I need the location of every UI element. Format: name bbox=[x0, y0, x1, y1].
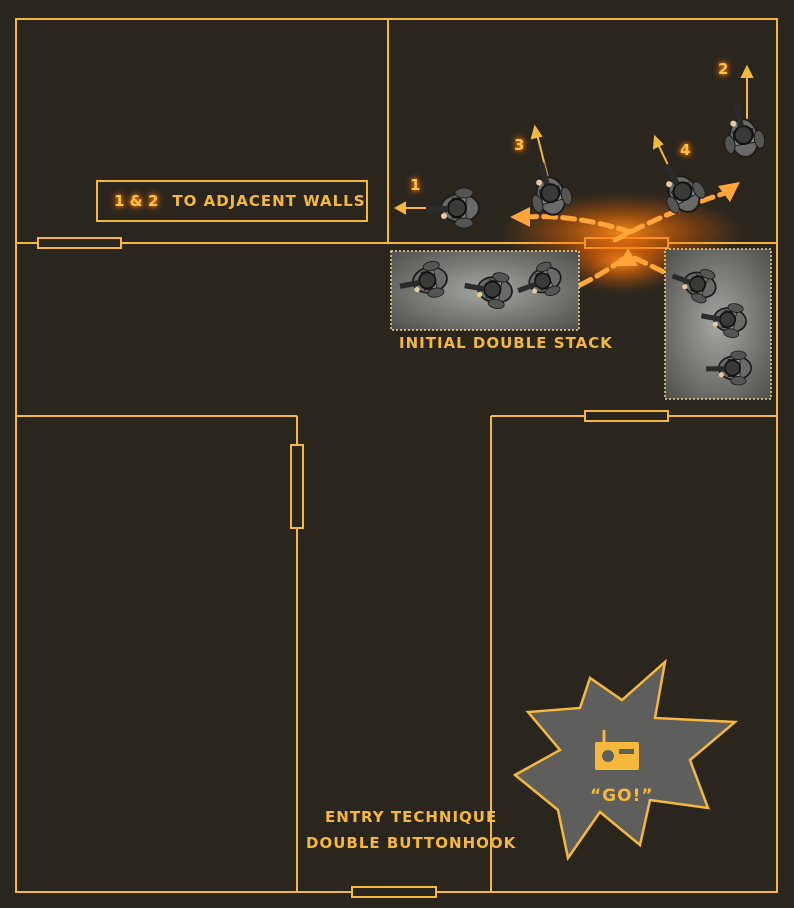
stack-label: INITIAL DOUBLE STACK bbox=[399, 334, 613, 352]
radio-icon bbox=[595, 730, 639, 770]
operator-3-number: 3 bbox=[514, 136, 525, 154]
callout-text: TO ADJACENT WALLS bbox=[172, 192, 366, 210]
door-lower-right bbox=[584, 410, 669, 422]
title-line-1: ENTRY TECHNIQUE bbox=[325, 808, 498, 826]
operator-2-number: 2 bbox=[718, 60, 729, 78]
door-bottom bbox=[351, 886, 437, 898]
callout-badge: 1 & 2 bbox=[114, 192, 159, 210]
operator-4-number: 4 bbox=[680, 141, 691, 159]
arrowhead-left bbox=[510, 207, 530, 227]
diagram-title: ENTRY TECHNIQUE DOUBLE BUTTONHOOK bbox=[306, 804, 516, 856]
door-corridor-left bbox=[290, 444, 304, 529]
title-line-2: DOUBLE BUTTONHOOK bbox=[306, 834, 517, 852]
adjacent-walls-callout: 1 & 2 TO ADJACENT WALLS bbox=[96, 180, 368, 222]
arrowhead-up bbox=[618, 248, 638, 266]
arrowhead-right bbox=[718, 182, 740, 202]
door-top-left bbox=[37, 237, 122, 249]
go-label: “GO!” bbox=[590, 786, 654, 806]
operator-2-figure bbox=[717, 100, 768, 162]
operator-1-number: 1 bbox=[410, 176, 421, 194]
operator-1-figure bbox=[425, 187, 480, 229]
